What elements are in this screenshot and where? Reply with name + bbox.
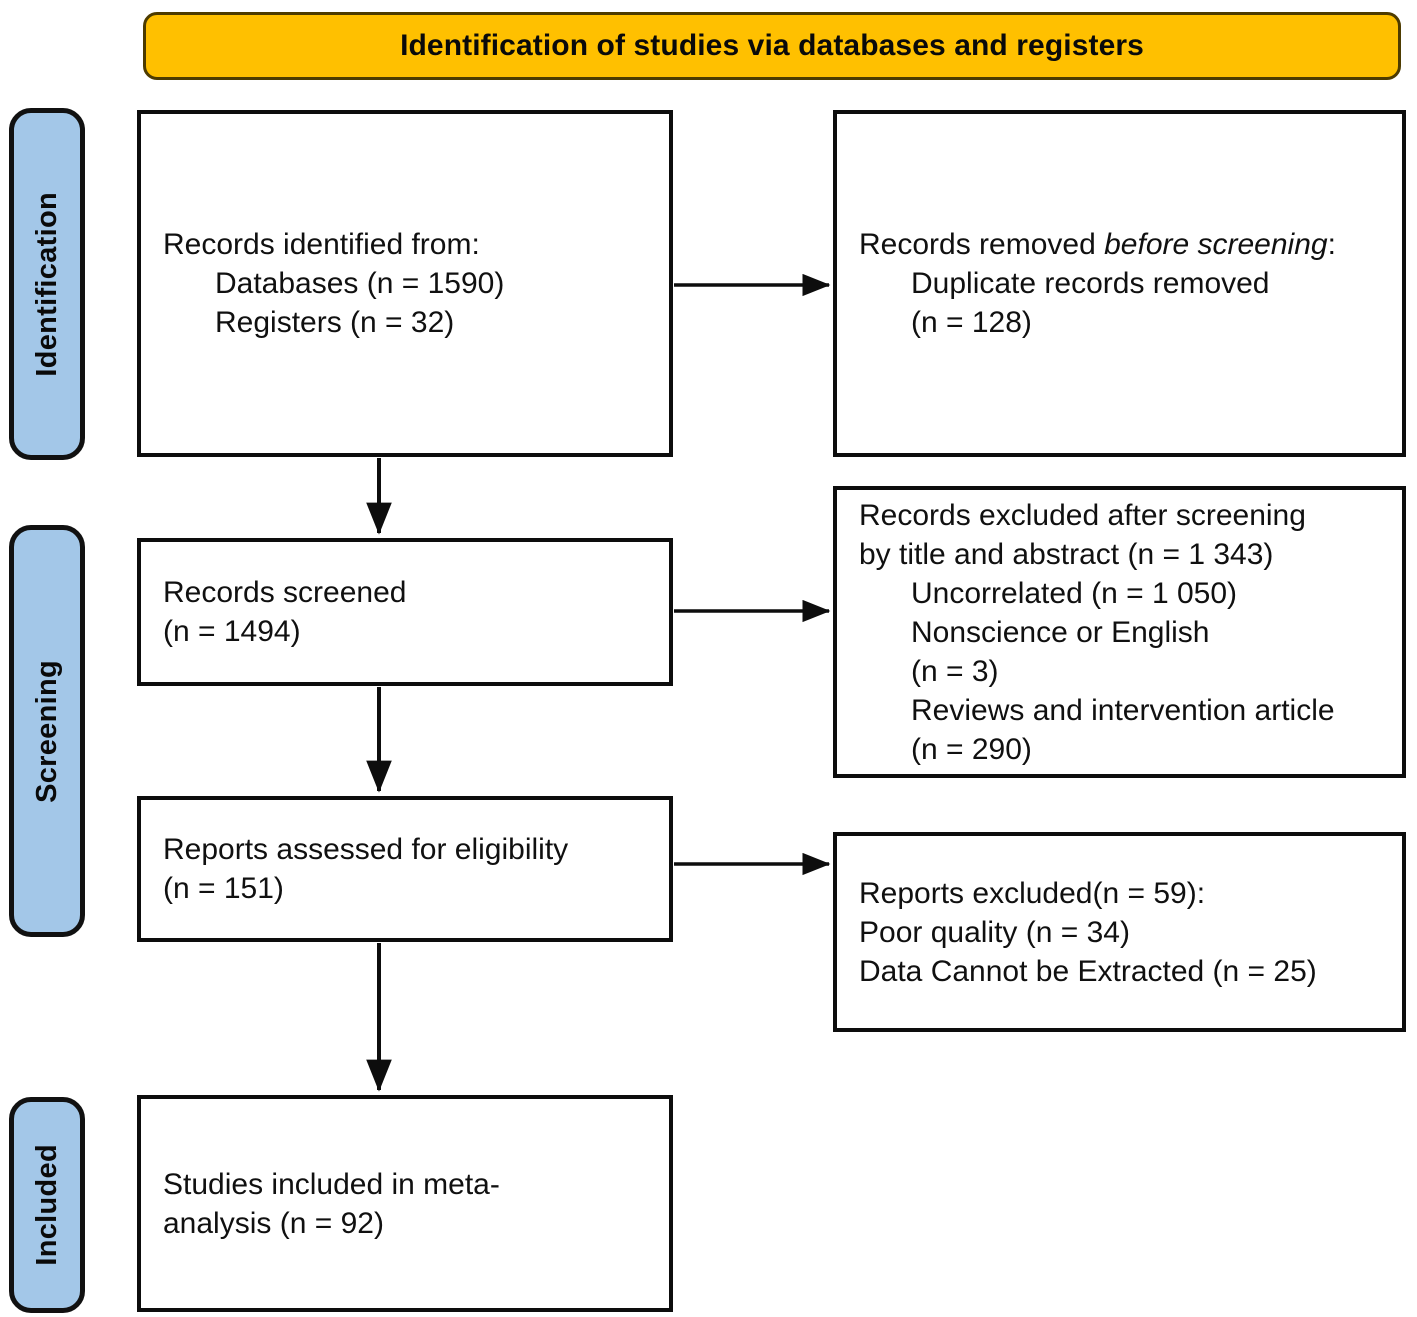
records-removed-heading-italic: before screening bbox=[1104, 228, 1328, 261]
box-studies-included: Studies included in meta- analysis (n = … bbox=[137, 1095, 673, 1312]
studies-included-line-2: analysis (n = 92) bbox=[163, 1206, 384, 1240]
box-records-removed: Records removed before screening: Duplic… bbox=[833, 110, 1406, 457]
records-screened-count: (n = 1494) bbox=[163, 615, 301, 648]
records-identified-databases: Databases (n = 1590) bbox=[215, 267, 505, 300]
reports-excluded-data-not-extracted: Data Cannot be Extracted (n = 25) bbox=[859, 954, 1317, 988]
records-excluded-line-1: Records excluded after screening bbox=[859, 498, 1306, 532]
stage-label-identification: Identification bbox=[30, 191, 63, 377]
reports-assessed-label: Reports assessed for eligibility bbox=[163, 833, 569, 866]
reports-excluded-heading: Reports excluded(n = 59): bbox=[859, 876, 1206, 910]
box-reports-assessed: Reports assessed for eligibility (n = 15… bbox=[137, 796, 673, 942]
records-identified-registers: Registers (n = 32) bbox=[215, 306, 455, 339]
stage-tab-identification: Identification bbox=[9, 108, 85, 460]
duplicate-records-removed: Duplicate records removed bbox=[911, 267, 1270, 300]
studies-included-line-1: Studies included in meta- bbox=[163, 1167, 500, 1201]
records-removed-heading-plain: Records removed bbox=[859, 228, 1105, 261]
box-records-screened: Records screened (n = 1494) bbox=[137, 538, 673, 686]
box-records-excluded-screening: Records excluded after screening by titl… bbox=[833, 486, 1406, 778]
box-reports-excluded: Reports excluded(n = 59): Poor quality (… bbox=[833, 832, 1406, 1032]
reports-excluded-poor-quality: Poor quality (n = 34) bbox=[859, 915, 1130, 949]
duplicate-records-count: (n = 128) bbox=[911, 306, 1032, 339]
records-excluded-reviews-count: (n = 290) bbox=[911, 732, 1032, 766]
stage-tab-included: Included bbox=[9, 1097, 85, 1313]
reports-assessed-count: (n = 151) bbox=[163, 872, 284, 905]
records-excluded-nonscience-count: (n = 3) bbox=[911, 654, 999, 688]
records-removed-heading: Records removed before screening: bbox=[859, 225, 1380, 264]
page-title: Identification of studies via databases … bbox=[400, 29, 1144, 62]
box-records-identified: Records identified from: Databases (n = … bbox=[137, 110, 673, 457]
records-excluded-nonscience: Nonscience or English bbox=[911, 615, 1210, 649]
records-screened-label: Records screened bbox=[163, 576, 407, 609]
records-excluded-uncorrelated: Uncorrelated (n = 1 050) bbox=[911, 576, 1238, 610]
stage-label-included: Included bbox=[30, 1144, 63, 1266]
records-excluded-line-2: by title and abstract (n = 1 343) bbox=[859, 537, 1274, 571]
stage-tab-screening: Screening bbox=[9, 525, 85, 937]
records-excluded-reviews: Reviews and intervention article bbox=[911, 693, 1335, 727]
stage-label-screening: Screening bbox=[30, 659, 63, 803]
diagram-title-banner: Identification of studies via databases … bbox=[143, 12, 1401, 80]
records-removed-heading-tail: : bbox=[1327, 228, 1336, 261]
records-identified-line-1: Records identified from: bbox=[163, 228, 480, 261]
